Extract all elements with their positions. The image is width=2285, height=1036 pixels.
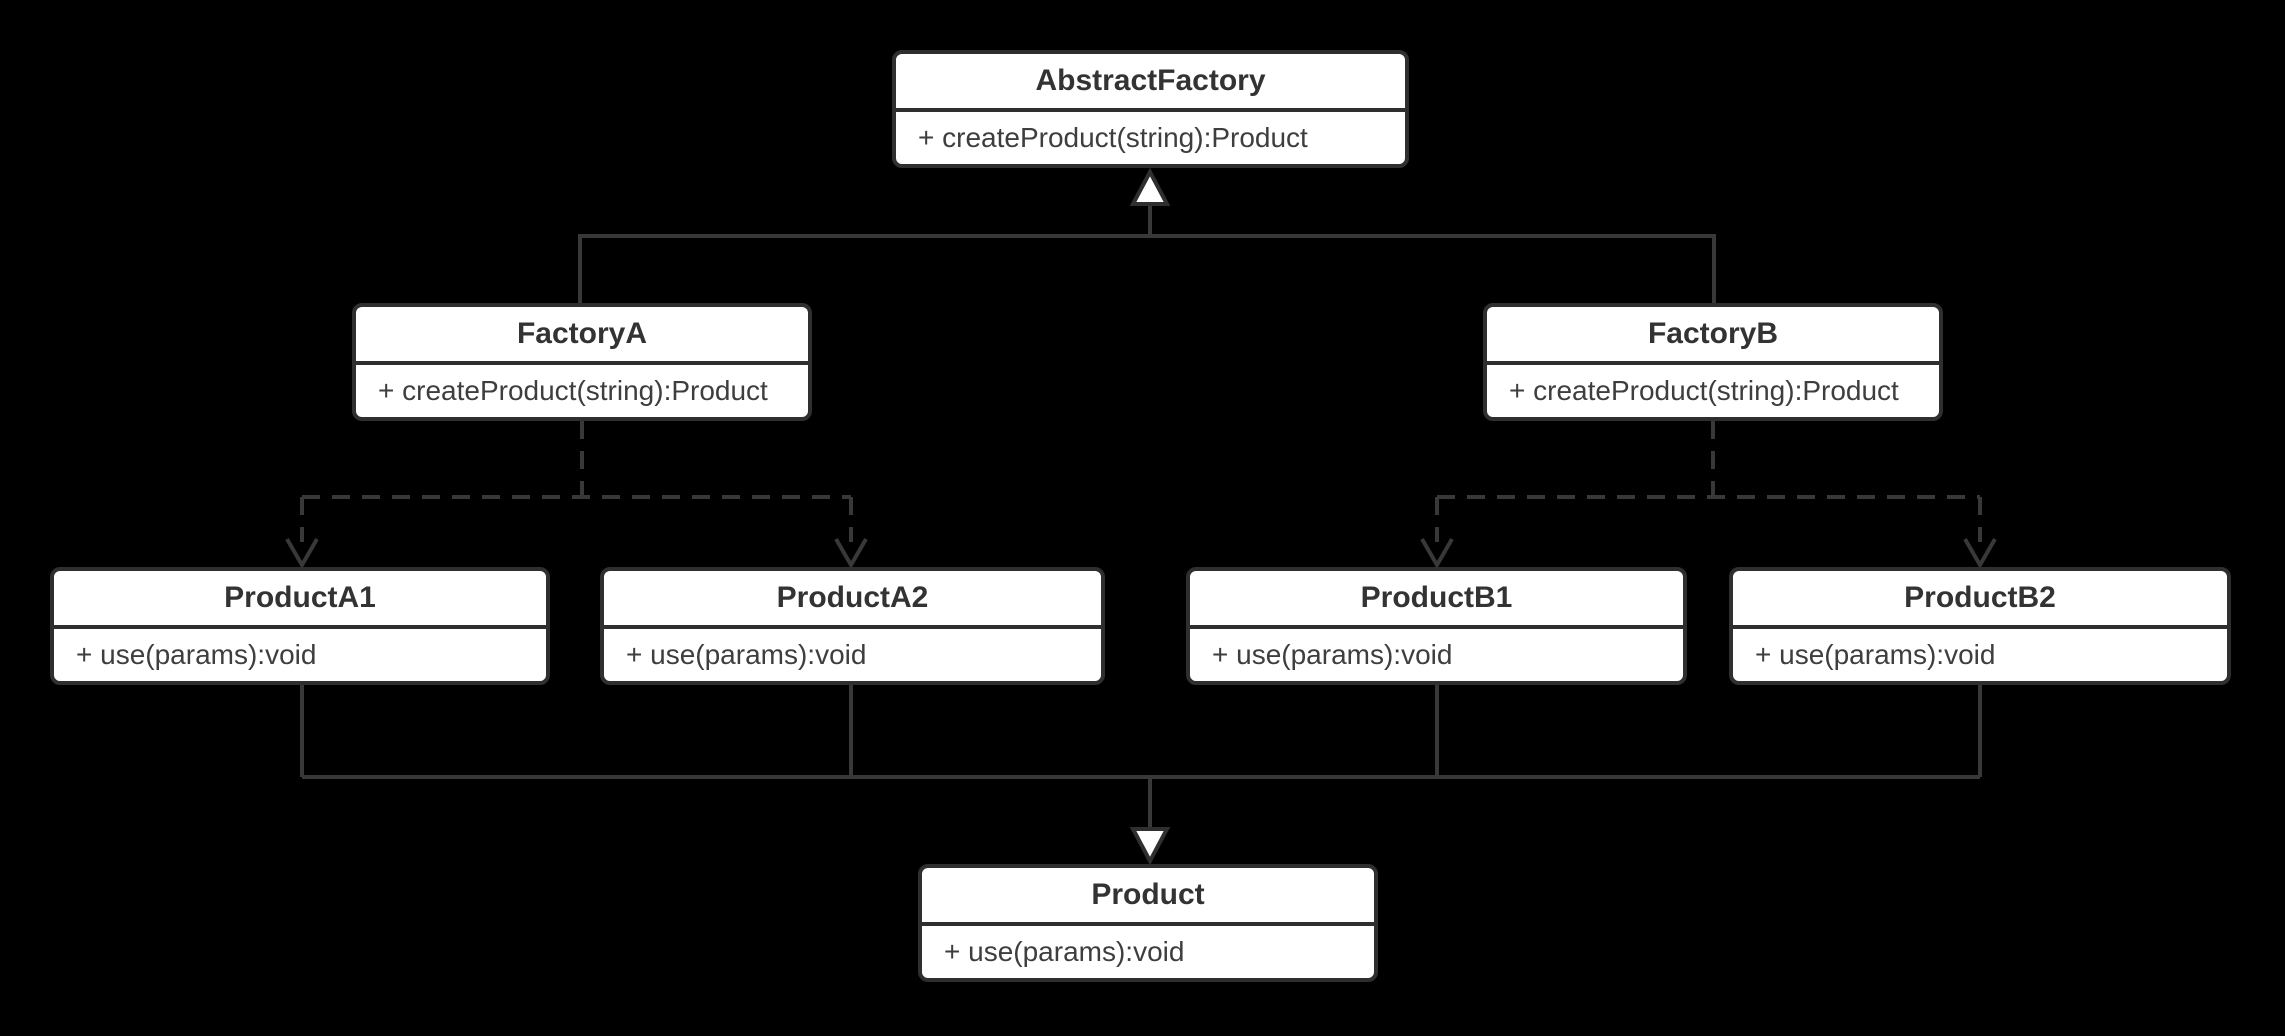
dependency-arrowhead-productb1 bbox=[1420, 538, 1454, 570]
class-method: + use(params):void bbox=[1212, 639, 1453, 670]
dependency-arrowhead-productb2 bbox=[1963, 538, 1997, 570]
class-box-producta1: ProductA1 + use(params):void bbox=[50, 567, 550, 685]
class-method: + use(params):void bbox=[944, 936, 1185, 967]
class-title: FactoryA bbox=[356, 307, 808, 365]
class-box-factorya: FactoryA + createProduct(string):Product bbox=[352, 303, 812, 421]
class-title: Product bbox=[922, 868, 1374, 926]
class-method: + createProduct(string):Product bbox=[1509, 375, 1899, 406]
dependency-arrowhead-producta1 bbox=[285, 538, 319, 570]
dependency-factorya-connector-line bbox=[300, 421, 853, 542]
class-method: + createProduct(string):Product bbox=[918, 122, 1308, 153]
class-title: ProductA2 bbox=[604, 571, 1101, 629]
class-box-abstractfactory: AbstractFactory + createProduct(string):… bbox=[892, 50, 1409, 168]
generalization-factories-connector-line bbox=[578, 206, 1716, 303]
class-title: FactoryB bbox=[1487, 307, 1939, 365]
class-box-product: Product + use(params):void bbox=[918, 864, 1378, 982]
class-title: ProductA1 bbox=[54, 571, 546, 629]
generalization-products-connector-line bbox=[300, 685, 1982, 827]
class-method: + use(params):void bbox=[626, 639, 867, 670]
class-box-productb1: ProductB1 + use(params):void bbox=[1186, 567, 1687, 685]
dependency-arrowhead-producta2 bbox=[834, 538, 868, 570]
class-box-factoryb: FactoryB + createProduct(string):Product bbox=[1483, 303, 1943, 421]
class-box-producta2: ProductA2 + use(params):void bbox=[600, 567, 1105, 685]
class-title: AbstractFactory bbox=[896, 54, 1405, 112]
class-method: + use(params):void bbox=[1755, 639, 1996, 670]
class-box-productb2: ProductB2 + use(params):void bbox=[1729, 567, 2231, 685]
class-method: + use(params):void bbox=[76, 639, 317, 670]
generalization-arrowhead-abstractfactory bbox=[1129, 167, 1171, 206]
class-title: ProductB1 bbox=[1190, 571, 1683, 629]
generalization-arrowhead-product bbox=[1129, 827, 1171, 866]
class-method: + createProduct(string):Product bbox=[378, 375, 768, 406]
class-title: ProductB2 bbox=[1733, 571, 2227, 629]
dependency-factoryb-connector-line bbox=[1435, 421, 1982, 542]
